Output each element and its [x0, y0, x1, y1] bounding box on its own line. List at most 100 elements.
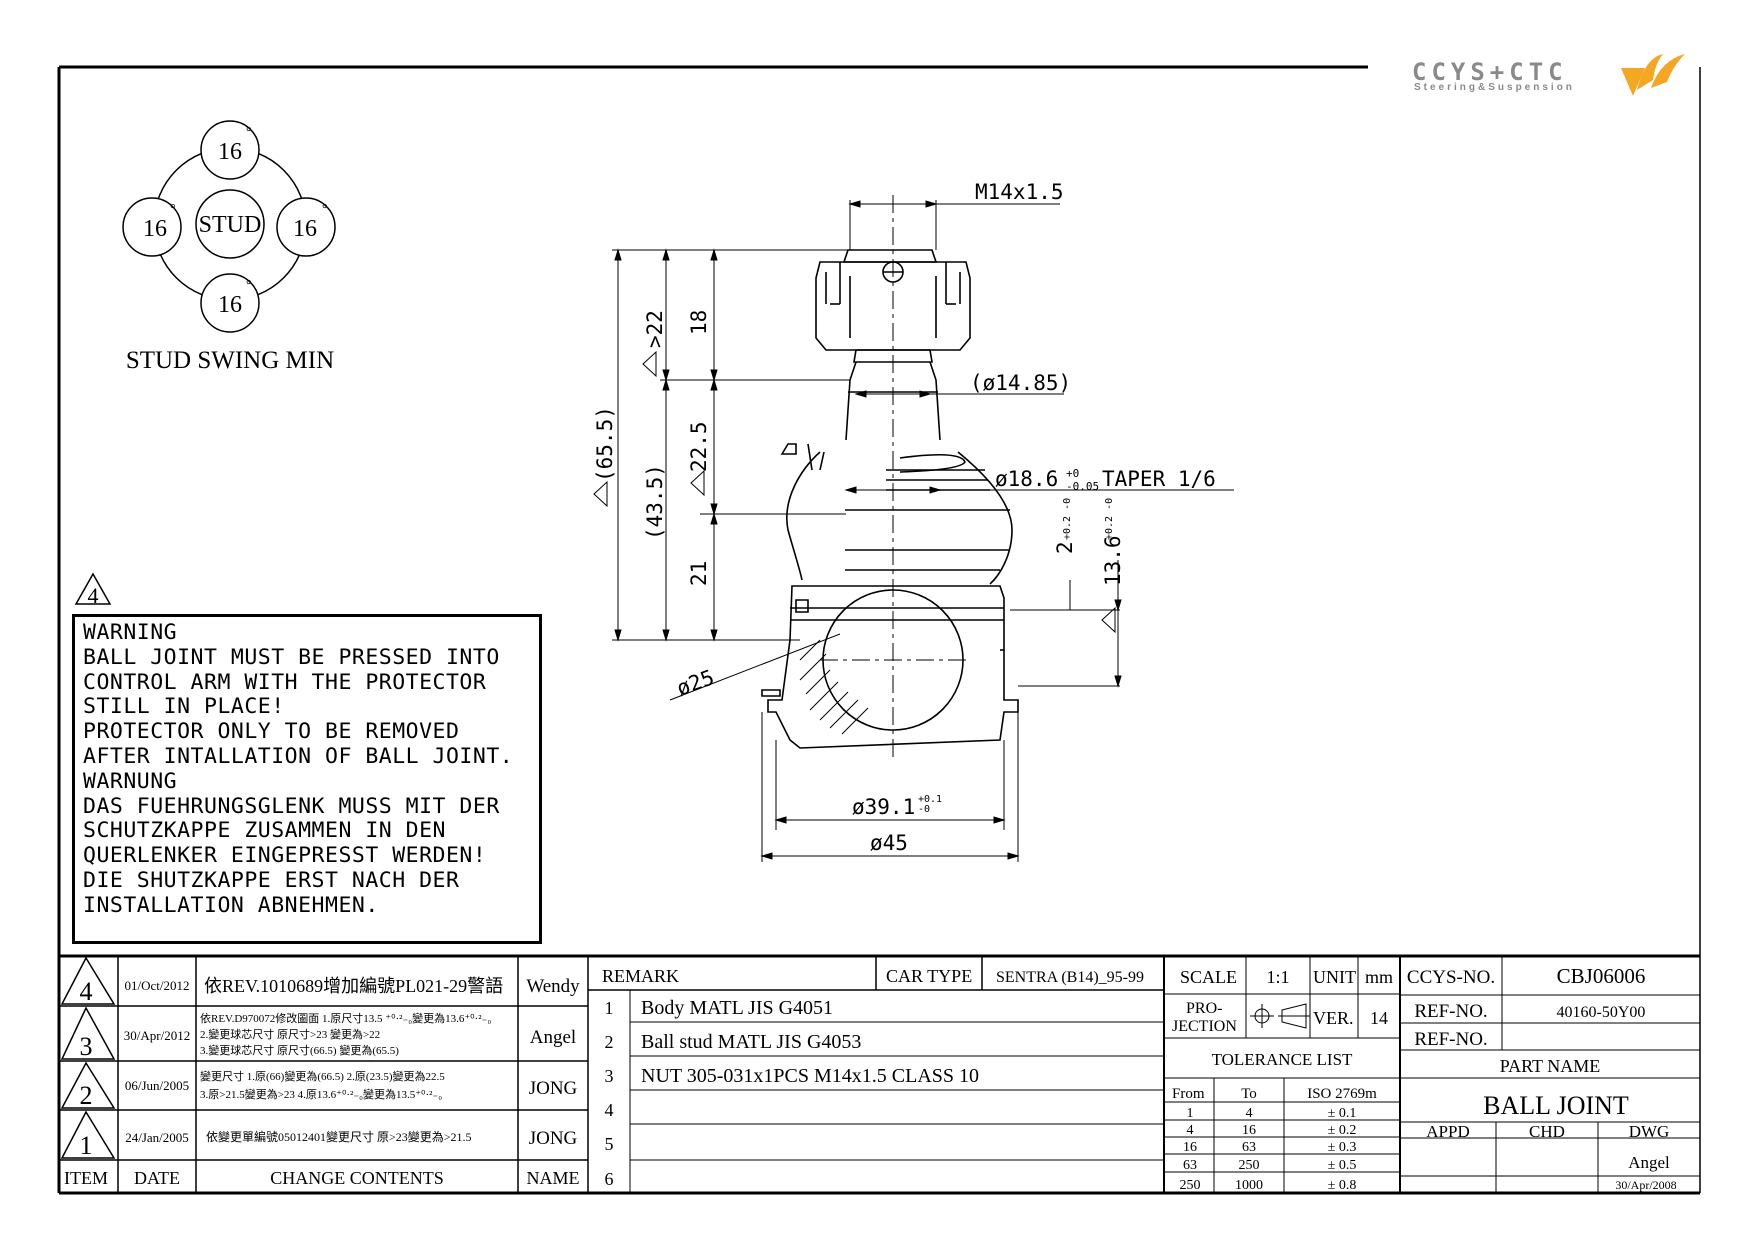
dim-d25: ø25 [674, 665, 718, 701]
ccys-number: CBJ06006 [1557, 964, 1646, 988]
dim-taper-tol-up: +0 [1066, 467, 1079, 480]
rev-content: 2.變更球芯尺寸 原尺寸>23 變更為>22 [200, 1027, 380, 1041]
warning-line: QUERLENKER EINGEPRESST WERDEN! [83, 843, 487, 869]
swing-left-value: 16 [143, 216, 167, 242]
rev-item: 2 [80, 1081, 93, 1110]
ver-label: VER. [1313, 1008, 1354, 1028]
swing-caption: STUD SWING MIN [126, 347, 334, 374]
tol-cell: ± 0.2 [1328, 1123, 1357, 1138]
rev-date: 06/Jun/2005 [125, 1078, 189, 1093]
warning-line: PROTECTOR ONLY TO BE REMOVED [83, 719, 460, 745]
rev-name: Wendy [526, 976, 580, 997]
dim-18: 18 [687, 310, 711, 335]
rev-name: Angel [530, 1027, 576, 1048]
chd-label: CHD [1529, 1122, 1565, 1141]
tol-cell: 1000 [1235, 1178, 1263, 1193]
critical-triangle-icon [1101, 606, 1116, 634]
remark-label: REMARK [602, 966, 679, 986]
tol-cell: ± 0.8 [1328, 1178, 1357, 1193]
dimension-texts: M14x1.5 (ø14.85) ø18.6 +0 -0.05 TAPER 1/… [593, 180, 1216, 855]
tol-header: To [1241, 1086, 1257, 1102]
dim-d45: ø45 [870, 831, 908, 855]
ref-label: REF-NO. [1414, 1001, 1487, 1022]
rev-date: 24/Jan/2005 [125, 1130, 189, 1145]
remark-row-text: Ball stud MATL JIS G4053 [641, 1031, 861, 1053]
dim-136: 13.6 [1101, 535, 1125, 586]
scale-value: 1:1 [1266, 967, 1289, 987]
ccys-label: CCYS-NO. [1407, 967, 1495, 988]
warning-line: CONTROL ARM WITH THE PROTECTOR [83, 669, 487, 695]
remark-row-number: 2 [605, 1032, 614, 1052]
rev-name: JONG [529, 1078, 578, 1099]
rev-date: 30/Apr/2012 [124, 1028, 190, 1043]
ver-value: 14 [1370, 1008, 1388, 1028]
warning-marker-number: 4 [88, 583, 99, 608]
warning-note-box: WARNING BALL JOINT MUST BE PRESSED INTO … [72, 614, 542, 944]
remark-row-number: 6 [605, 1169, 614, 1189]
tol-header: ISO 2769m [1307, 1086, 1377, 1102]
projection-label-2: JECTION [1172, 1018, 1237, 1035]
dim-d1485: (ø14.85) [970, 371, 1071, 395]
stud-label: STUD [199, 212, 262, 238]
tol-cell: ± 0.3 [1328, 1140, 1357, 1155]
warning-line: SCHUTZKAPPE ZUSAMMEN IN DEN [83, 818, 446, 844]
rev-content: 依REV.D970072修改圖面 1.原尺寸13.5 ⁺⁰·²₋₀變更為13.6… [200, 1011, 491, 1025]
rev-item: 1 [80, 1131, 93, 1160]
dim-taper-d: ø18.6 [995, 467, 1058, 491]
dim-655: (65.5) [593, 406, 617, 482]
remark-row-number: 3 [605, 1066, 614, 1086]
part-name: BALL JOINT [1483, 1091, 1629, 1120]
rev-item: 3 [80, 1032, 93, 1061]
ref2-label: REF-NO. [1414, 1029, 1487, 1050]
degree-mark: ° [322, 202, 328, 217]
unit-value: mm [1365, 967, 1393, 987]
dwg-by: Angel [1628, 1153, 1670, 1172]
tol-cell: 63 [1183, 1158, 1197, 1173]
scale-block: SCALE 1:1 UNIT mm PRO- JECTION VER. 14 T… [1172, 967, 1393, 1193]
dim-taper-note: TAPER 1/6 [1102, 467, 1216, 491]
remark-row-number: 4 [605, 1100, 614, 1120]
logo-mark-icon [1621, 54, 1685, 96]
dim-136-tol: +0.2 -0 [1104, 498, 1115, 540]
swing-top-value: 16 [218, 139, 242, 165]
car-type-label: CAR TYPE [886, 966, 972, 986]
company-logo: CCYS+CTC Steering&Suspension [1410, 50, 1700, 100]
warning-line: WARNUNG [83, 768, 178, 794]
dim-thread: M14x1.5 [975, 180, 1064, 204]
ball-joint-drawing [761, 195, 1019, 760]
rev-header-item: ITEM [64, 1168, 108, 1188]
dim-435: (43.5) [643, 464, 667, 540]
stud-swing-diagram: STUD 16 16 16 16 ° ° ° ° STUD SWING MIN [122, 120, 336, 374]
rev-content: 依變更單編號05012401變更尺寸 原>23變更為>21.5 [206, 1129, 472, 1144]
degree-mark: ° [246, 125, 252, 140]
tol-cell: 4 [1187, 1123, 1194, 1138]
dim-d391-tol-lo: -0 [918, 804, 930, 815]
tol-header: From [1172, 1086, 1205, 1102]
projection-label: PRO- [1186, 1000, 1222, 1017]
rev-header-contents: CHANGE CONTENTS [270, 1168, 444, 1188]
tol-cell: 63 [1242, 1140, 1256, 1155]
rev-content: 3.原>21.5變更為>23 4.原13.6⁺⁰·²₋₀變更為13.5⁺⁰·²₋… [200, 1087, 442, 1101]
rev-date: 01/Oct/2012 [125, 978, 190, 993]
warning-line: DIE SHUTZKAPPE ERST NACH DER [83, 867, 460, 893]
dimension-lines [612, 200, 1234, 862]
dwg-label: DWG [1629, 1122, 1670, 1141]
warning-line: DAS FUEHRUNGSGLENK MUSS MIT DER [83, 793, 500, 819]
warning-line: AFTER INTALLATION OF BALL JOINT. [83, 743, 514, 769]
dim-22: >22 [643, 310, 667, 348]
part-info-block: CCYS-NO. CBJ06006 REF-NO. 40160-50Y00 RE… [1407, 964, 1677, 1192]
rev-name: JONG [529, 1128, 578, 1149]
rev-content: 變更尺寸 1.原(66)變更為(66.5) 2.原(23.5)變更為22.5 [200, 1069, 445, 1083]
warning-line: INSTALLATION ABNEHMEN. [83, 892, 379, 918]
tol-cell: 1 [1187, 1106, 1194, 1121]
scale-label: SCALE [1180, 967, 1237, 987]
logo-tagline: Steering&Suspension [1414, 82, 1575, 93]
tol-cell: 250 [1239, 1158, 1260, 1173]
critical-triangle-icon [642, 350, 657, 378]
rev-content: 3.變更球芯尺寸 原尺寸(66.5) 變更為(65.5) [200, 1043, 399, 1057]
revision-table: 4 01/Oct/2012 依REV.1010689增加編號PL021-29警語… [64, 976, 580, 1188]
tol-cell: 16 [1242, 1123, 1256, 1138]
remark-row-number: 5 [605, 1134, 614, 1154]
